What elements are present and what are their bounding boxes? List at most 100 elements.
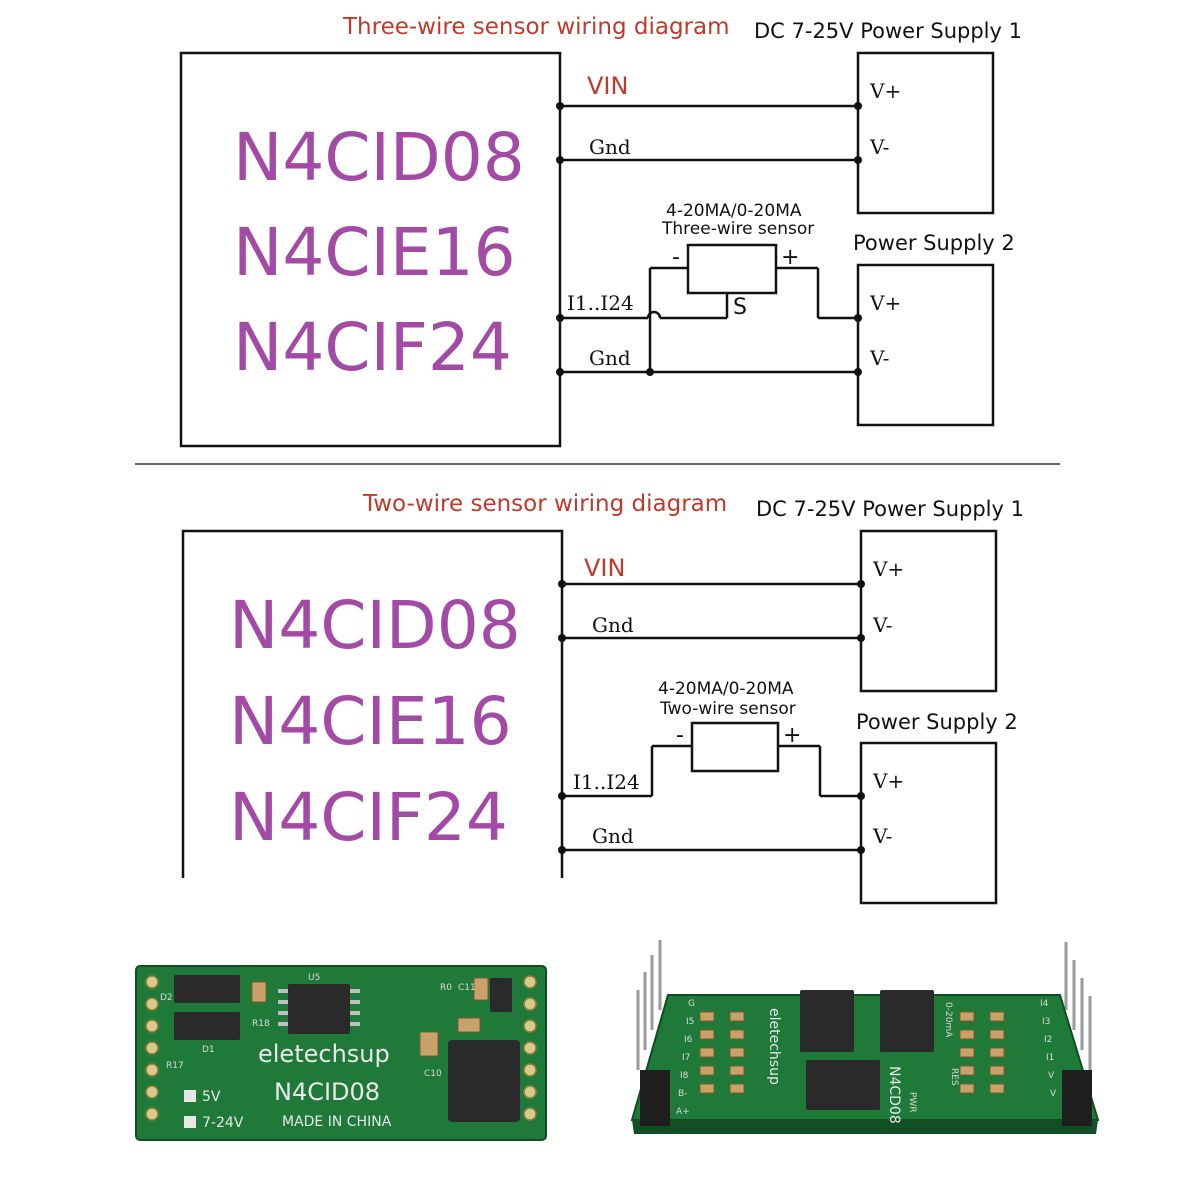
- pcb-left-ref-r18: R18: [252, 1019, 270, 1029]
- pcb-right-pins-left: G I5 I6 I7 I8 B- A+: [676, 999, 695, 1117]
- pcb-board-left: eletechsup N4CID08 MADE IN CHINA 5V 7-24…: [135, 965, 547, 1141]
- two-wire-ps2-box: [859, 741, 998, 905]
- two-wire-ps2-label: Power Supply 2: [856, 710, 1018, 734]
- two-wire-input-label: I1..I24: [573, 770, 640, 794]
- two-wire-sensor-minus: -: [676, 723, 684, 748]
- three-wire-diagram: Three-wire sensor wiring diagram DC 7-25…: [179, 14, 1022, 448]
- pcb-right-pin-right: V: [1050, 1089, 1057, 1099]
- pcb-left-chip-leads: [278, 989, 360, 1026]
- two-wire-vin-label: VIN: [584, 554, 625, 582]
- pcb-left-model: N4CID08: [274, 1078, 380, 1106]
- two-wire-gnd-top-label: Gnd: [592, 613, 634, 637]
- three-wire-vminus-2: V-: [869, 346, 889, 370]
- two-wire-vminus-2: V-: [872, 824, 892, 848]
- pcb-right-pin-right: I1: [1046, 1053, 1054, 1063]
- pcb-left-ref-r17: R17: [166, 1061, 184, 1071]
- pcb-right-res: RES: [949, 1068, 959, 1086]
- three-wire-input-label: I1..I24: [567, 291, 634, 315]
- pcb-right-pin-right: I2: [1044, 1035, 1052, 1045]
- two-wire-title: Two-wire sensor wiring diagram: [362, 491, 727, 517]
- two-wire-vplus-2: V+: [872, 769, 904, 793]
- two-wire-ps1-box: [859, 529, 998, 693]
- pcb-left-chips: [174, 975, 520, 1122]
- pcb-right-model: N4CD08: [886, 1066, 902, 1124]
- pcb-right-pin-left: I7: [682, 1053, 690, 1063]
- two-wire-sensor-range: 4-20MA/0-20MA: [658, 679, 794, 699]
- pcb-right-pin-left: G: [688, 999, 695, 1009]
- pcb-right-pins-right: I4 I3 I2 I1 V V: [1040, 999, 1057, 1099]
- pcb-right-pin-left: B-: [678, 1089, 687, 1099]
- pcb-right-edge: [632, 1120, 1098, 1134]
- three-wire-gnd-top-label: Gnd: [589, 135, 631, 159]
- pcb-left-ref-d1: D1: [202, 1045, 215, 1055]
- three-wire-sensor-minus: -: [672, 245, 680, 270]
- three-wire-sensor-range: 4-20MA/0-20MA: [666, 201, 802, 221]
- pcb-left-ref-c10: C10: [424, 1069, 442, 1079]
- three-wire-sensor-box: [686, 243, 778, 295]
- two-wire-vminus-1: V-: [872, 613, 892, 637]
- two-wire-sensor-plus: +: [783, 723, 801, 748]
- pcb-right-chips: [800, 990, 934, 1110]
- two-wire-model-2: N4CIE16: [229, 683, 512, 760]
- pcb-right-pin-right: I3: [1042, 1017, 1050, 1027]
- three-wire-ps2-box: [856, 263, 995, 427]
- pcb-right-passives: [699, 1011, 1005, 1094]
- pcb-right-connector-right: [1062, 1070, 1092, 1126]
- three-wire-sensor-type: Three-wire sensor: [661, 219, 814, 239]
- pcb-left-ref-c11: C11: [458, 983, 476, 993]
- three-wire-model-3: N4CIF24: [233, 309, 512, 386]
- pcb-right-pin-right: V: [1048, 1071, 1055, 1081]
- pcb-right-pin-right: I4: [1040, 999, 1049, 1009]
- pcb-right-pin-left: A+: [676, 1107, 690, 1117]
- pcb-left-5v-label: 5V: [202, 1089, 221, 1105]
- three-wire-vplus-1: V+: [869, 79, 901, 103]
- pcb-left-724v-label: 7-24V: [202, 1115, 244, 1131]
- three-wire-ps2-label: Power Supply 2: [853, 231, 1015, 255]
- three-wire-junctions: [556, 102, 862, 376]
- three-wire-sensor-plus: +: [781, 245, 799, 270]
- three-wire-model-1: N4CID08: [233, 119, 525, 196]
- two-wire-sensor-type: Two-wire sensor: [659, 699, 796, 719]
- three-wire-vplus-2: V+: [869, 291, 901, 315]
- pcb-right-pin-left: I5: [686, 1017, 694, 1027]
- three-wire-vin-label: VIN: [587, 72, 628, 100]
- pcb-right-range: 0-20mA: [943, 1002, 953, 1038]
- pcb-left-ref-d2: D2: [160, 993, 173, 1003]
- two-wire-diagram: Two-wire sensor wiring diagram DC 7-25V …: [181, 491, 1024, 905]
- pcb-right-pwr: PWR: [907, 1092, 917, 1113]
- two-wire-model-3: N4CIF24: [229, 779, 508, 856]
- pcb-left-ref-r0: R0: [440, 983, 452, 993]
- pcb-right-pin-left: I6: [684, 1035, 693, 1045]
- pcb-right-header-pins: [636, 940, 1092, 1070]
- pcb-left-brand: eletechsup: [258, 1040, 390, 1068]
- two-wire-wires: [562, 582, 861, 852]
- pcb-right-brand: eletechsup: [766, 1008, 782, 1085]
- two-wire-model-1: N4CID08: [229, 587, 521, 664]
- three-wire-ps1-box: [856, 51, 995, 215]
- pcb-left-made-in: MADE IN CHINA: [282, 1114, 392, 1130]
- two-wire-sensor-box: [690, 721, 780, 773]
- pcb-left-724v-pad: [184, 1116, 196, 1128]
- three-wire-module-box: [179, 51, 562, 448]
- pcb-left-ref-u5: U5: [308, 973, 320, 983]
- pcb-left-pin-holes: [145, 975, 537, 1121]
- two-wire-junctions: [558, 580, 865, 854]
- three-wire-wires: [560, 104, 858, 374]
- three-wire-vminus-1: V-: [869, 135, 889, 159]
- two-wire-vplus-1: V+: [872, 557, 904, 581]
- two-wire-ps1-label: DC 7-25V Power Supply 1: [756, 497, 1024, 521]
- pcb-left-substrate: [135, 965, 547, 1141]
- pcb-left-passives: [251, 977, 489, 1057]
- pcb-board-right: eletechsup N4CD08 0-20mA PWR RES G I5 I6…: [630, 940, 1100, 1134]
- three-wire-gnd-bottom-label: Gnd: [589, 346, 631, 370]
- three-wire-ps1-label: DC 7-25V Power Supply 1: [754, 19, 1022, 43]
- three-wire-model-2: N4CIE16: [233, 214, 516, 291]
- two-wire-gnd-bottom-label: Gnd: [592, 824, 634, 848]
- pcb-right-connector-left: [640, 1070, 670, 1126]
- two-wire-module-box: [181, 529, 564, 878]
- pcb-left-5v-pad: [184, 1090, 196, 1102]
- three-wire-title: Three-wire sensor wiring diagram: [342, 14, 730, 40]
- three-wire-sensor-signal: S: [733, 295, 747, 320]
- pcb-right-pin-left: I8: [680, 1071, 689, 1081]
